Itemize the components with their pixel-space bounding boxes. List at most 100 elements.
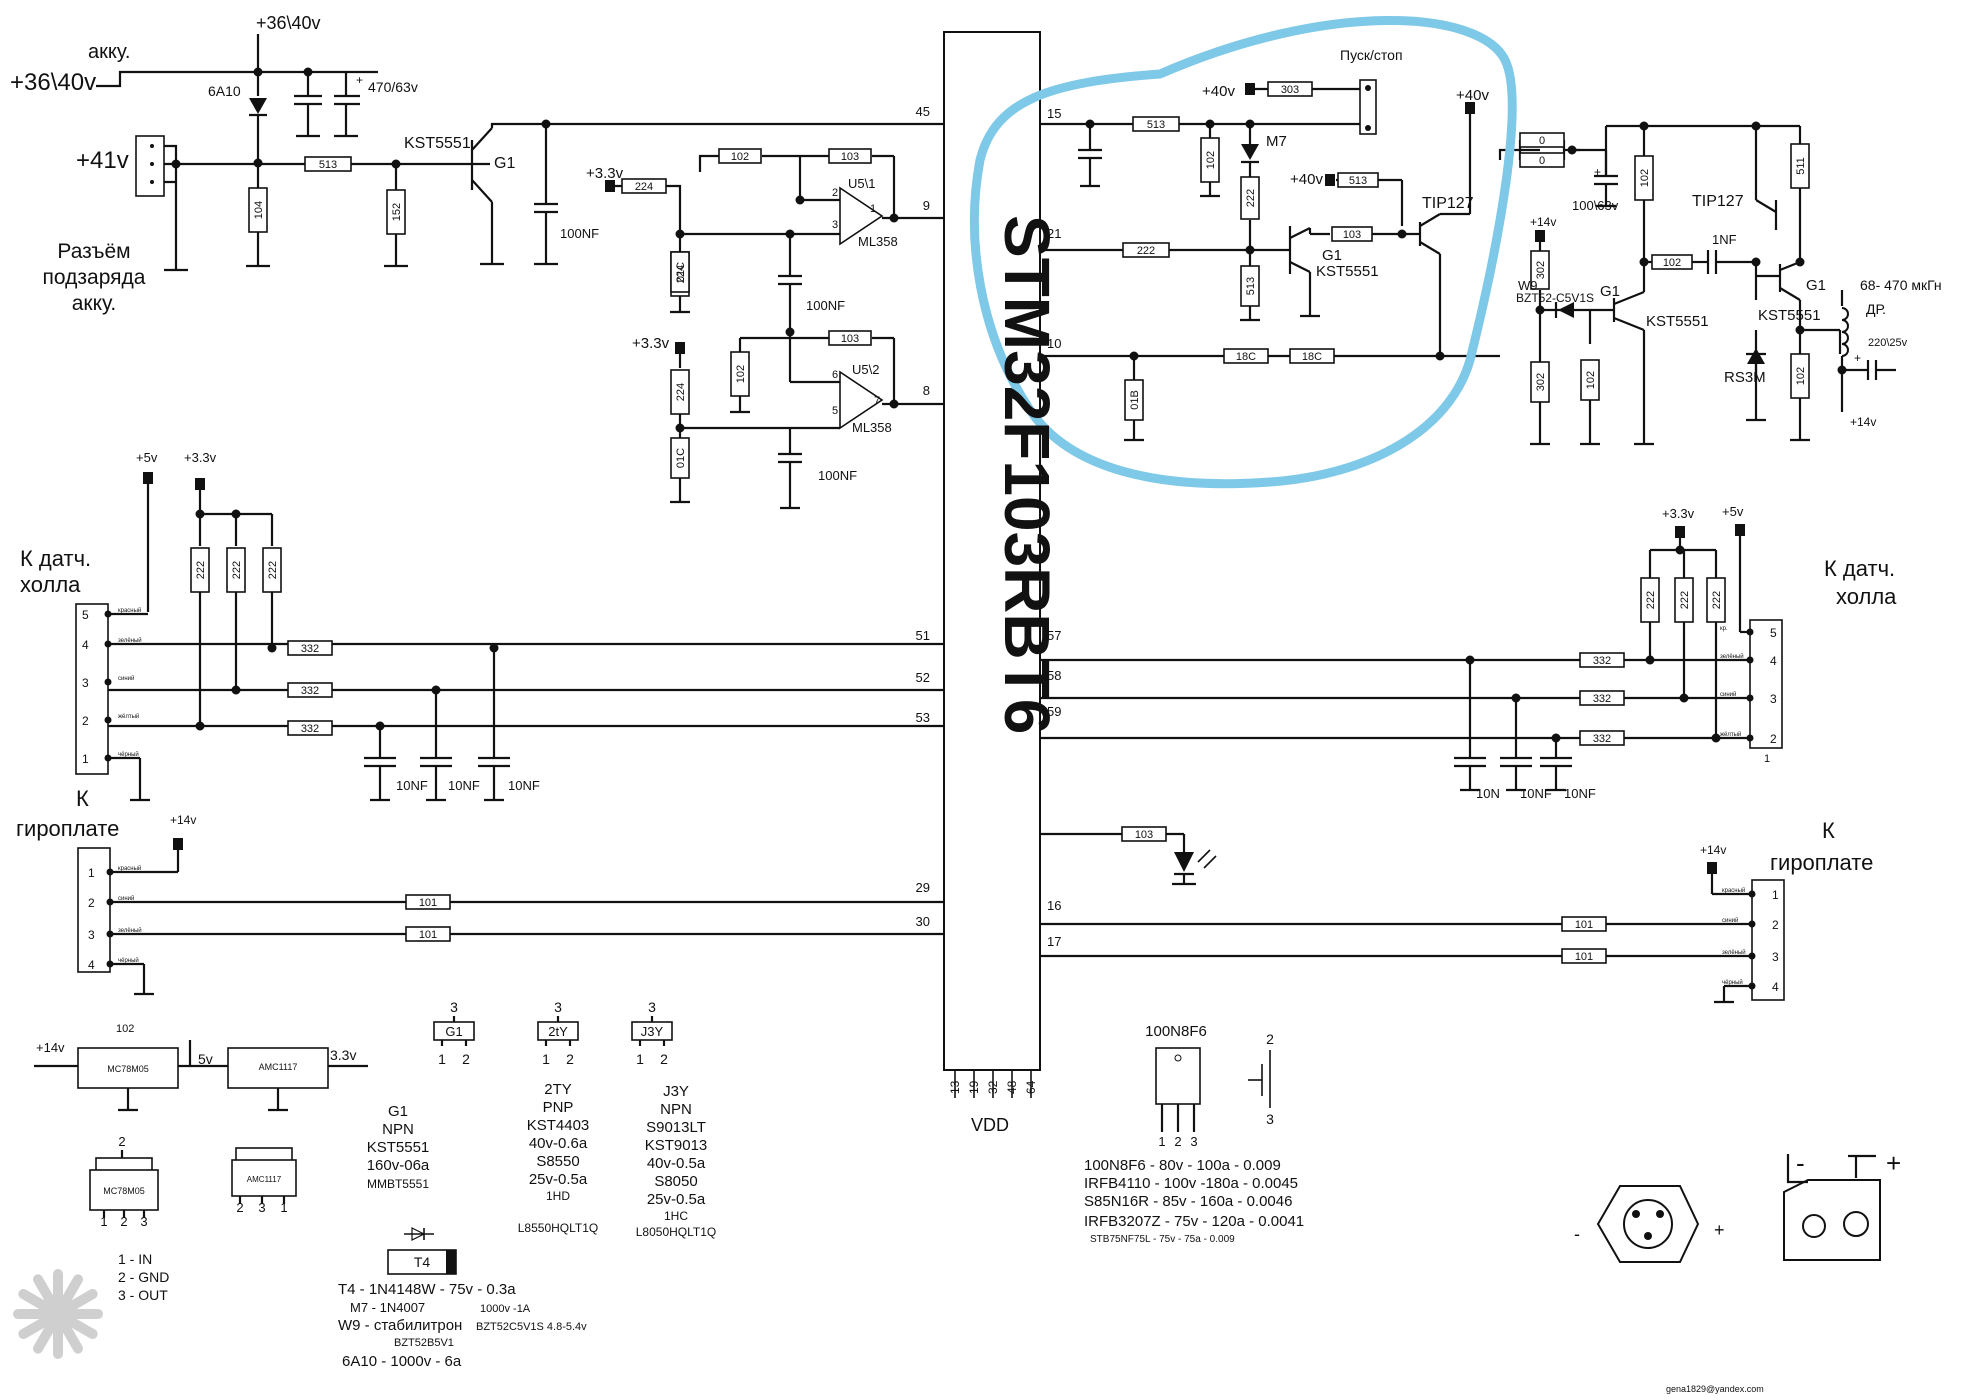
transistor-spec: MMBT5551 — [367, 1177, 429, 1191]
resistor — [1223, 348, 1269, 364]
wire-color-label: синий — [1722, 917, 1738, 924]
start-stop-title: Пуск/стоп — [1340, 47, 1403, 63]
wire-color-label: зелёный — [118, 637, 142, 644]
transistor-spec: L8050HQLT1Q — [636, 1225, 717, 1239]
supply-label: +14v — [1530, 215, 1556, 229]
resistor-value: 102 — [731, 151, 749, 163]
resistor — [386, 189, 406, 235]
pin-number: 3 — [258, 1200, 265, 1215]
transistor-label: KST5551 — [1316, 263, 1379, 280]
diode-spec: BZT52C5V1S 4.8-5.4v — [476, 1321, 587, 1333]
resistor-value: 513 — [1245, 277, 1257, 295]
switch-pin — [1365, 85, 1371, 91]
power-terminal — [195, 478, 205, 490]
inductor-coil — [1841, 331, 1849, 345]
resistor — [1674, 577, 1694, 623]
transistor-spec: J3Y — [663, 1083, 689, 1100]
pin-number: 2 — [236, 1200, 243, 1215]
connector-pin-number: 2 — [88, 896, 95, 910]
wire-color-label: чёрный — [1722, 979, 1743, 986]
mc78m05-package — [89, 1169, 159, 1211]
start-stop-switch — [1359, 79, 1377, 135]
diode-label: RS3M — [1724, 369, 1766, 386]
power-terminal — [173, 838, 183, 850]
hall-connector-left — [75, 603, 109, 775]
resistor — [1331, 226, 1373, 242]
diode-spec: 1000v -1A — [480, 1303, 531, 1315]
wire — [1779, 287, 1801, 301]
resistor-value: 302 — [1535, 261, 1547, 279]
resistor — [621, 178, 667, 194]
transistor-spec: 25v-0.5a — [529, 1171, 588, 1188]
resistor-value: 224 — [635, 181, 653, 193]
mosfet-spec: STB75NF75L - 75v - 75a - 0.009 — [1090, 1234, 1235, 1245]
resistor-value: 101 — [1575, 951, 1593, 963]
resistor — [1580, 359, 1600, 401]
resistor-value: 332 — [301, 723, 319, 735]
pin-number: 3 — [450, 999, 458, 1015]
transistor-label: TIP127 — [1692, 193, 1744, 210]
resistor — [287, 720, 333, 736]
wire — [1289, 227, 1311, 239]
junction-dot — [267, 643, 277, 653]
resistor — [1337, 172, 1379, 188]
transistor-label: KST5551 — [404, 135, 471, 152]
cap-label: 10NF — [508, 778, 540, 793]
led-diode — [1174, 852, 1194, 872]
resistor — [226, 547, 246, 593]
pin-number: 3 — [648, 999, 656, 1015]
pin-number: 1 — [1158, 1134, 1165, 1149]
resistor — [1267, 81, 1313, 97]
mosfet-name: 100N8F6 — [1145, 1023, 1207, 1040]
connector-pin-number: 4 — [1770, 654, 1777, 668]
pin-number: 3 — [1190, 1134, 1197, 1149]
connector-pin — [1748, 890, 1756, 898]
connector-pin — [150, 180, 154, 184]
resistor — [1561, 916, 1607, 932]
resistor — [1790, 143, 1810, 189]
g1-label: G1 — [1806, 277, 1826, 294]
opamp-pin: 2 — [832, 187, 838, 199]
connector-caption: подзаряда — [43, 266, 146, 289]
opamp-pin: 3 — [832, 219, 838, 231]
pin-number: 2 — [118, 1134, 125, 1149]
supply-label: +5v — [136, 450, 158, 465]
pin-number: 59 — [1047, 704, 1061, 719]
pin-number: 1 — [280, 1200, 287, 1215]
polarity-label: + — [1886, 1148, 1901, 1178]
resistor — [670, 437, 690, 479]
connector-pin — [104, 754, 112, 762]
junction-dot — [1435, 351, 1445, 361]
resistor-value: 222 — [1645, 591, 1657, 609]
junction-dot — [1675, 545, 1685, 555]
t4-band — [446, 1250, 456, 1274]
resistor-value: 511 — [1795, 157, 1807, 175]
diode-label: 6A10 — [208, 83, 241, 99]
transistor-spec: S8550 — [536, 1153, 579, 1170]
wires — [34, 34, 1896, 1240]
wire — [1613, 290, 1645, 306]
junction-dot — [889, 213, 899, 223]
resistor-value: 513 — [319, 159, 337, 171]
resistor — [1640, 577, 1660, 623]
package-marking: G1 — [445, 1024, 462, 1039]
cap-label: 10NF — [1520, 786, 1552, 801]
wire — [1419, 213, 1441, 227]
opamp-pin: 5 — [832, 405, 838, 417]
to220-package — [1155, 1047, 1201, 1105]
package-marking: J3Y — [641, 1024, 664, 1039]
resistor — [287, 682, 333, 698]
opamp-name: U5\2 — [852, 362, 879, 377]
mosfet-spec: IRFB3207Z - 75v - 120a - 0.0041 — [1084, 1213, 1304, 1230]
mcu-chip — [943, 31, 1041, 1071]
plus-sign: + — [356, 73, 363, 87]
supply-label: +3.3v — [586, 165, 624, 182]
wire — [1613, 316, 1645, 332]
sot23-package — [537, 1021, 579, 1041]
resistor — [405, 894, 451, 910]
pin-number: 8 — [923, 383, 930, 398]
resistor — [262, 547, 282, 593]
power-terminal — [1535, 230, 1545, 242]
connector-pin-number: 3 — [1770, 692, 1777, 706]
